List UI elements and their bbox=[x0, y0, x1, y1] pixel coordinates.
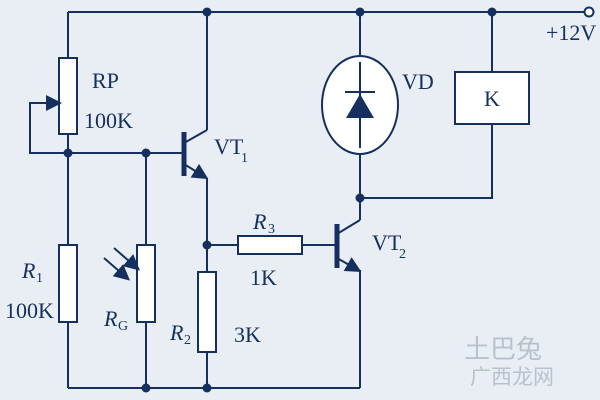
r2-name: R bbox=[169, 320, 184, 345]
junction-dots bbox=[63, 7, 497, 393]
vt1-sub: 1 bbox=[241, 151, 248, 166]
r1-sub: 1 bbox=[36, 271, 43, 286]
rg-sub: G bbox=[118, 319, 128, 334]
vt2-sub: 2 bbox=[399, 247, 406, 262]
r3-value: 1K bbox=[250, 265, 277, 290]
rp-potentiometer bbox=[46, 57, 78, 135]
r2-value: 3K bbox=[234, 322, 261, 347]
vt2-transistor bbox=[334, 219, 362, 272]
watermark-line1: 土巴兔 bbox=[464, 335, 542, 365]
r3-name: R bbox=[252, 209, 267, 234]
vd-name: VD bbox=[402, 69, 434, 94]
r1-resistor bbox=[58, 244, 78, 323]
vt2-name: VT bbox=[372, 230, 402, 255]
k-relay bbox=[454, 71, 530, 125]
rg-photoresistor bbox=[103, 244, 156, 323]
supply-terminal bbox=[583, 6, 595, 18]
r3-sub: 3 bbox=[268, 222, 275, 237]
rp-value: 100K bbox=[84, 108, 133, 133]
vt1-name: VT bbox=[214, 134, 244, 159]
r1-value: 100K bbox=[5, 298, 54, 323]
supply-label: +12V bbox=[546, 20, 596, 45]
wires bbox=[29, 11, 585, 389]
vd-led bbox=[321, 55, 399, 155]
vt1-transistor bbox=[181, 129, 209, 180]
r1-name: R bbox=[21, 258, 36, 283]
r2-resistor bbox=[197, 271, 217, 353]
k-name: K bbox=[484, 86, 500, 111]
r2-sub: 2 bbox=[184, 333, 191, 348]
rg-name: R bbox=[103, 306, 118, 331]
watermark-line2: 广西龙网 bbox=[470, 365, 554, 389]
rp-name: RP bbox=[92, 68, 119, 93]
r3-resistor bbox=[237, 235, 303, 255]
